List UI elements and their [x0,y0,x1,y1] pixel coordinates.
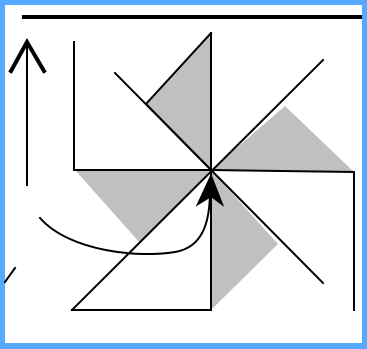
blade-bottom [211,170,278,310]
edge-tick [5,268,15,282]
frame-bottom [0,343,367,349]
frame-top [0,0,367,5]
blade-top [146,33,211,170]
frame-left [0,0,5,349]
frame-right [362,0,367,349]
up-arrow [11,42,44,185]
blade-left [75,170,211,243]
blade-right [211,106,354,172]
